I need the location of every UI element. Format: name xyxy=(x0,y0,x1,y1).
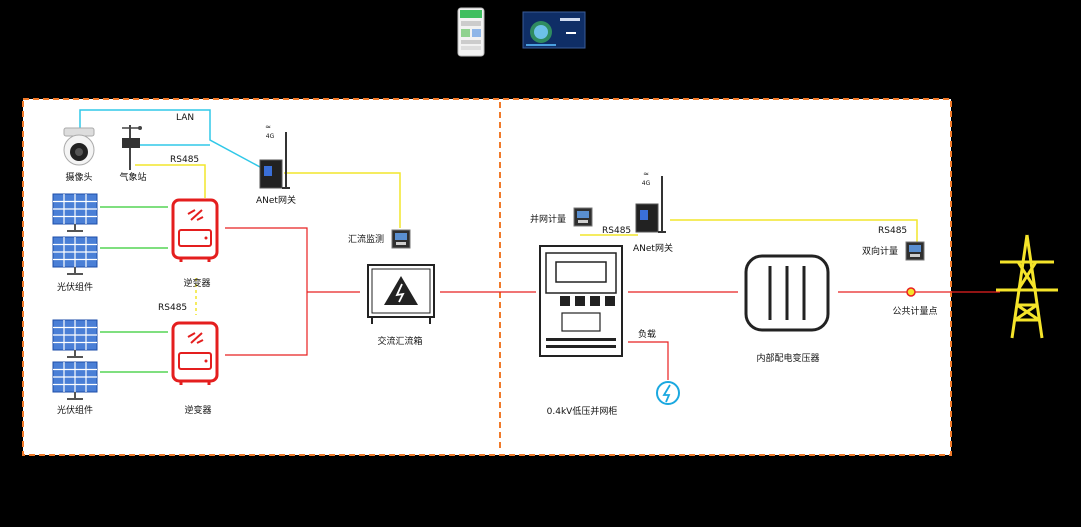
signal-left-label: 4G xyxy=(266,133,275,140)
rs485-mid-label: RS485 xyxy=(158,303,187,313)
weather-station-icon xyxy=(122,125,142,170)
grid-meter-label: 并网计量 xyxy=(530,213,566,225)
camera-label: 摄像头 xyxy=(65,171,92,183)
pv-top-label: 光伏组件 xyxy=(57,281,93,293)
combiner-label: 交流汇流箱 xyxy=(377,335,422,347)
rs485-lines xyxy=(135,164,918,315)
gateway-left-label: ANet网关 xyxy=(256,194,296,206)
camera-icon xyxy=(63,127,95,166)
lan-label: LAN xyxy=(176,113,194,123)
load-label: 负载 xyxy=(638,328,656,340)
dashboard-screen-icon xyxy=(522,11,586,49)
monitor-label: 汇流监测 xyxy=(348,233,384,245)
ac-lines xyxy=(225,227,1000,380)
power-tower-icon xyxy=(996,234,1058,339)
monitor-meter-icon xyxy=(391,229,411,249)
ac-combiner-icon xyxy=(367,264,435,324)
mobile-app-icon xyxy=(457,7,485,57)
transformer-label: 内部配电变压器 xyxy=(756,352,819,364)
wifi-right-icon: ≈ xyxy=(643,170,649,178)
pv-dc-lines xyxy=(100,206,168,373)
inverter-top-icon xyxy=(171,198,219,264)
cabinet-label: 0.4kV低压并网柜 xyxy=(547,405,618,417)
pv-bottom-label: 光伏组件 xyxy=(57,404,93,416)
grid-cabinet-icon xyxy=(539,245,623,357)
rs485-meter-label: RS485 xyxy=(878,226,907,236)
load-icon xyxy=(656,381,680,405)
transformer-icon xyxy=(744,254,830,332)
inverter-bottom-icon xyxy=(171,321,219,387)
inverter-top-label: 逆变器 xyxy=(183,277,210,289)
bidir-meter-label: 双向计量 xyxy=(862,245,898,257)
wifi-left-icon: ≈ xyxy=(265,123,271,131)
rs485-top-label: RS485 xyxy=(170,155,199,165)
rs485-gw-label: RS485 xyxy=(602,226,631,236)
pcc-point-icon xyxy=(906,287,916,297)
inverter-bottom-label: 逆变器 xyxy=(184,404,211,416)
bidir-meter-icon xyxy=(905,241,925,261)
weather-station-label: 气象站 xyxy=(119,171,146,183)
pcc-label: 公共计量点 xyxy=(892,305,937,317)
gateway-right-label: ANet网关 xyxy=(633,242,673,254)
signal-right-label: 4G xyxy=(642,180,651,187)
grid-meter-icon xyxy=(573,207,593,227)
